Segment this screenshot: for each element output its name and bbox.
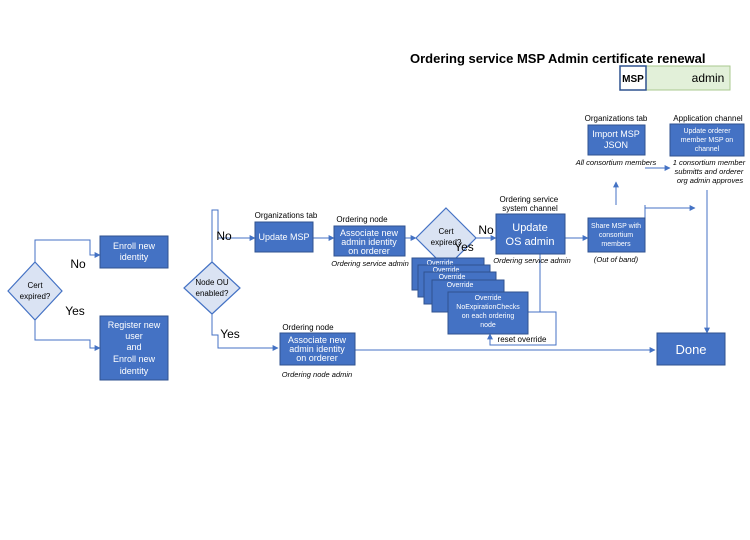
svg-text:expired?: expired? [20,292,51,301]
svg-text:identity: identity [120,252,149,262]
connectors [34,165,710,353]
label-ordering-service-admin-1: Ordering service admin [331,259,409,268]
label-organizations-tab-2: Organizations tab [585,114,648,123]
svg-text:Cert: Cert [438,227,454,236]
legend-msp-label: MSP [622,74,644,85]
svg-text:consortium: consortium [599,232,633,239]
branch-no-2: No [216,229,232,243]
svg-text:enabled?: enabled? [196,289,229,298]
svg-text:Override: Override [447,282,474,289]
svg-text:on each ordering: on each ordering [462,313,515,320]
svg-text:Associate new: Associate new [340,228,399,238]
label-application-channel: Application channel [673,114,743,123]
label-all-consortium-members: All consortium members [575,158,657,167]
decision-node-ou-enabled: Node OU enabled? [183,261,241,315]
box-update-msp: Update MSP [254,221,314,253]
svg-text:identity: identity [120,366,149,376]
svg-text:and: and [126,342,141,352]
svg-text:members: members [601,241,631,248]
label-out-of-band: (Out of band) [594,255,639,264]
label-organizations-tab-1: Organizations tab [255,211,318,220]
svg-text:user: user [125,331,143,341]
svg-text:Enroll new: Enroll new [113,241,156,251]
box-register-user: Register new user and Enroll new identit… [99,315,169,381]
branch-yes-2: Yes [220,327,240,341]
svg-text:on orderer: on orderer [348,246,390,256]
svg-text:channel: channel [695,146,720,153]
svg-text:Done: Done [675,342,706,357]
svg-text:Share MSP with: Share MSP with [591,223,641,230]
svg-text:Associate new: Associate new [288,335,347,345]
svg-text:Node OU: Node OU [195,278,229,287]
legend-msp-box [619,65,647,91]
label-reset-override: reset override [498,335,547,344]
branch-no-3: No [478,223,494,237]
svg-text:Update MSP: Update MSP [258,232,309,242]
svg-text:on orderer: on orderer [296,353,338,363]
box-override-no-expiration-checks: Override NoExpirationChecks on each orde… [447,291,529,335]
label-consortium-note: 1 consortium member submitts and orderer… [673,158,748,185]
svg-text:admin identity: admin identity [289,344,345,354]
svg-text:node: node [480,322,496,329]
svg-text:Cert: Cert [27,281,43,290]
box-import-msp-json: Import MSP JSON [587,124,646,156]
svg-text:Enroll new: Enroll new [113,354,156,364]
svg-text:member MSP on: member MSP on [681,137,733,144]
svg-text:Update orderer: Update orderer [683,128,731,135]
svg-text:JSON: JSON [604,140,628,150]
box-associate-node-admin: Associate new admin identity on orderer [279,332,356,366]
diagram-title: Ordering service MSP Admin certificate r… [410,51,706,66]
box-associate-os-admin: Associate new admin identity on orderer [333,225,406,257]
svg-text:expired?: expired? [431,238,462,247]
svg-text:Update: Update [512,222,547,234]
branch-yes-3: Yes [454,240,474,254]
label-ordering-node-1: Ordering node [336,215,388,224]
box-share-msp: Share MSP with consortium members [587,217,646,253]
svg-text:Override: Override [427,260,454,267]
box-enroll-identity: Enroll new identity [99,235,169,269]
box-update-os-admin: Update OS admin [495,213,566,255]
svg-text:OS admin: OS admin [506,236,555,248]
svg-text:Import MSP: Import MSP [592,129,640,139]
box-update-orderer-msp: Update orderer member MSP on channel [669,123,745,157]
label-ordering-service-admin-2: Ordering service admin [493,256,571,265]
box-done: Done [656,332,726,366]
branch-yes-1: Yes [65,304,85,318]
legend-admin-label: admin [692,71,725,85]
svg-text:NoExpirationChecks: NoExpirationChecks [456,304,520,311]
svg-text:Override: Override [433,267,460,274]
label-ordering-node-2: Ordering node [282,323,334,332]
label-ordering-service-channel: Ordering service system channel [500,195,561,213]
svg-text:admin identity: admin identity [341,237,397,247]
svg-text:Override: Override [475,295,502,302]
branch-no-1: No [70,257,86,271]
svg-text:Register new: Register new [108,320,161,330]
decision-cert-expired-1: Cert expired? [7,261,63,321]
svg-text:Override: Override [439,274,466,281]
label-ordering-node-admin: Ordering node admin [282,370,352,379]
